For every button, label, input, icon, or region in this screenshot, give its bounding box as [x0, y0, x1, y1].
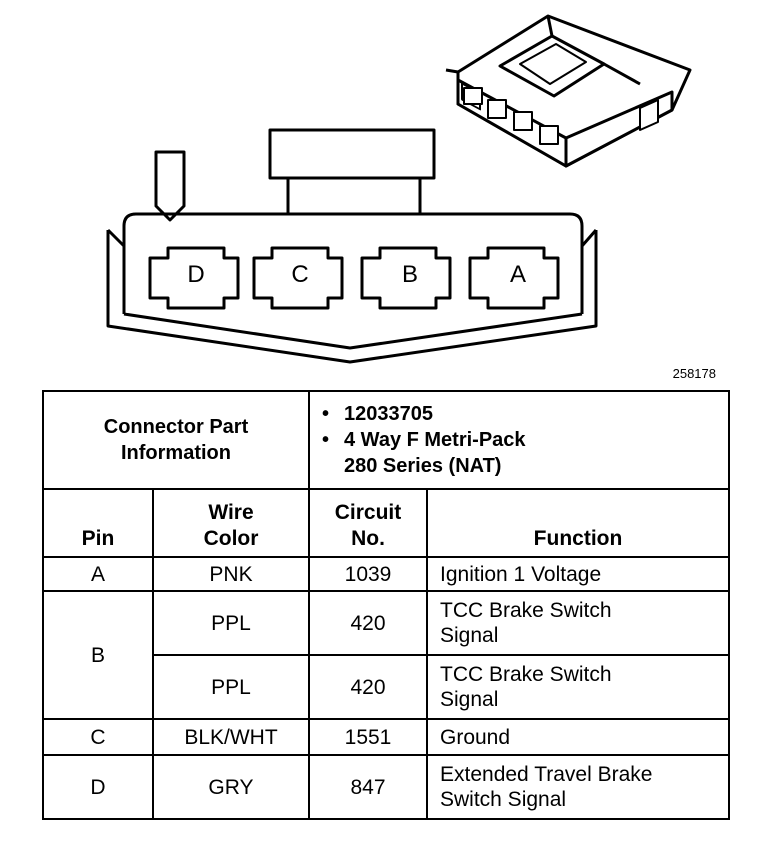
connector-front-view [106, 128, 598, 364]
connector-3d-illustration [445, 14, 692, 168]
pin-cell: B [42, 590, 154, 720]
col-header-pin: Pin [42, 488, 154, 558]
col-header-circuit-line2: No. [351, 527, 385, 550]
pin-cell: A [42, 556, 154, 592]
function-cell: TCC Brake Switch Signal [425, 654, 731, 720]
col-header-wire-color-line1: Wire [208, 501, 254, 524]
function-line2: Signal [440, 624, 499, 647]
function-line1: TCC Brake Switch [440, 663, 612, 686]
table-row: D GRY 847 Extended Travel Brake Switch S… [42, 754, 731, 820]
wire-color-cell: PNK [152, 556, 310, 592]
col-header-circuit: Circuit No. [308, 488, 428, 558]
function-cell: Ignition 1 Voltage [425, 556, 731, 592]
wire-color-cell: GRY [152, 754, 310, 820]
col-header-wire-color: Wire Color [152, 488, 310, 558]
table-row: C BLK/WHT 1551 Ground [42, 718, 731, 756]
table-row: PPL 420 TCC Brake Switch Signal [43, 654, 731, 720]
function-line1: Extended Travel Brake [440, 763, 653, 786]
connector-info-row: Connector Part Information 12033705 4 Wa… [42, 390, 731, 490]
circuit-cell: 420 [308, 590, 428, 656]
col-header-circuit-line1: Circuit [334, 501, 402, 524]
wire-color-cell: PPL [152, 654, 310, 720]
connector-table: Connector Part Information 12033705 4 Wa… [42, 390, 731, 820]
connector-info-label-line2: Information [121, 442, 231, 464]
function-line2: Switch Signal [440, 788, 567, 811]
col-header-wire-color-line2: Color [203, 527, 259, 550]
part-number: 12033705 [322, 401, 728, 427]
pin-label-c: C [291, 261, 308, 288]
pin-cavity-b [360, 246, 452, 310]
connector-table-wrapper: Connector Part Information 12033705 4 Wa… [42, 390, 731, 820]
circuit-cell: 1551 [308, 718, 428, 756]
pin-cavity-c [252, 246, 344, 310]
function-line2: Signal [440, 688, 499, 711]
circuit-cell: 420 [308, 654, 428, 720]
connector-info-label: Connector Part Information [42, 390, 310, 490]
pin-cavity-a [468, 246, 560, 310]
function-line1: TCC Brake Switch [440, 599, 612, 622]
circuit-cell: 847 [308, 754, 428, 820]
wire-color-cell: BLK/WHT [152, 718, 310, 756]
function-cell: TCC Brake Switch Signal [425, 590, 731, 656]
table-row: B PPL 420 TCC Brake Switch Signal [42, 590, 731, 720]
connector-description: 4 Way F Metri-Pack [322, 427, 728, 453]
pin-label-d: D [187, 261, 204, 288]
table-row: A PNK 1039 Ignition 1 Voltage [42, 556, 731, 592]
col-header-function: Function [425, 488, 731, 558]
pin-cell: D [42, 754, 154, 820]
pin-label-a: A [510, 261, 526, 288]
connector-info-list: 12033705 4 Way F Metri-Pack 280 Series (… [310, 401, 728, 479]
column-header-row: Pin Wire Color Circuit No. Function [42, 488, 731, 558]
connector-info-label-line1: Connector Part [103, 416, 249, 438]
circuit-cell: 1039 [308, 556, 428, 592]
connector-drawing: D C B A [106, 14, 692, 364]
function-cell: Ground [425, 718, 731, 756]
pin-label-b: B [402, 261, 418, 288]
connector-info-details: 12033705 4 Way F Metri-Pack 280 Series (… [307, 390, 731, 490]
pin-cavity-d [148, 246, 240, 310]
pin-cell: C [42, 718, 154, 756]
figure-id: 258178 [672, 366, 716, 381]
connector-description-cont: 280 Series (NAT) [344, 455, 502, 477]
function-cell: Extended Travel Brake Switch Signal [425, 754, 731, 820]
wire-color-cell: PPL [152, 590, 310, 656]
